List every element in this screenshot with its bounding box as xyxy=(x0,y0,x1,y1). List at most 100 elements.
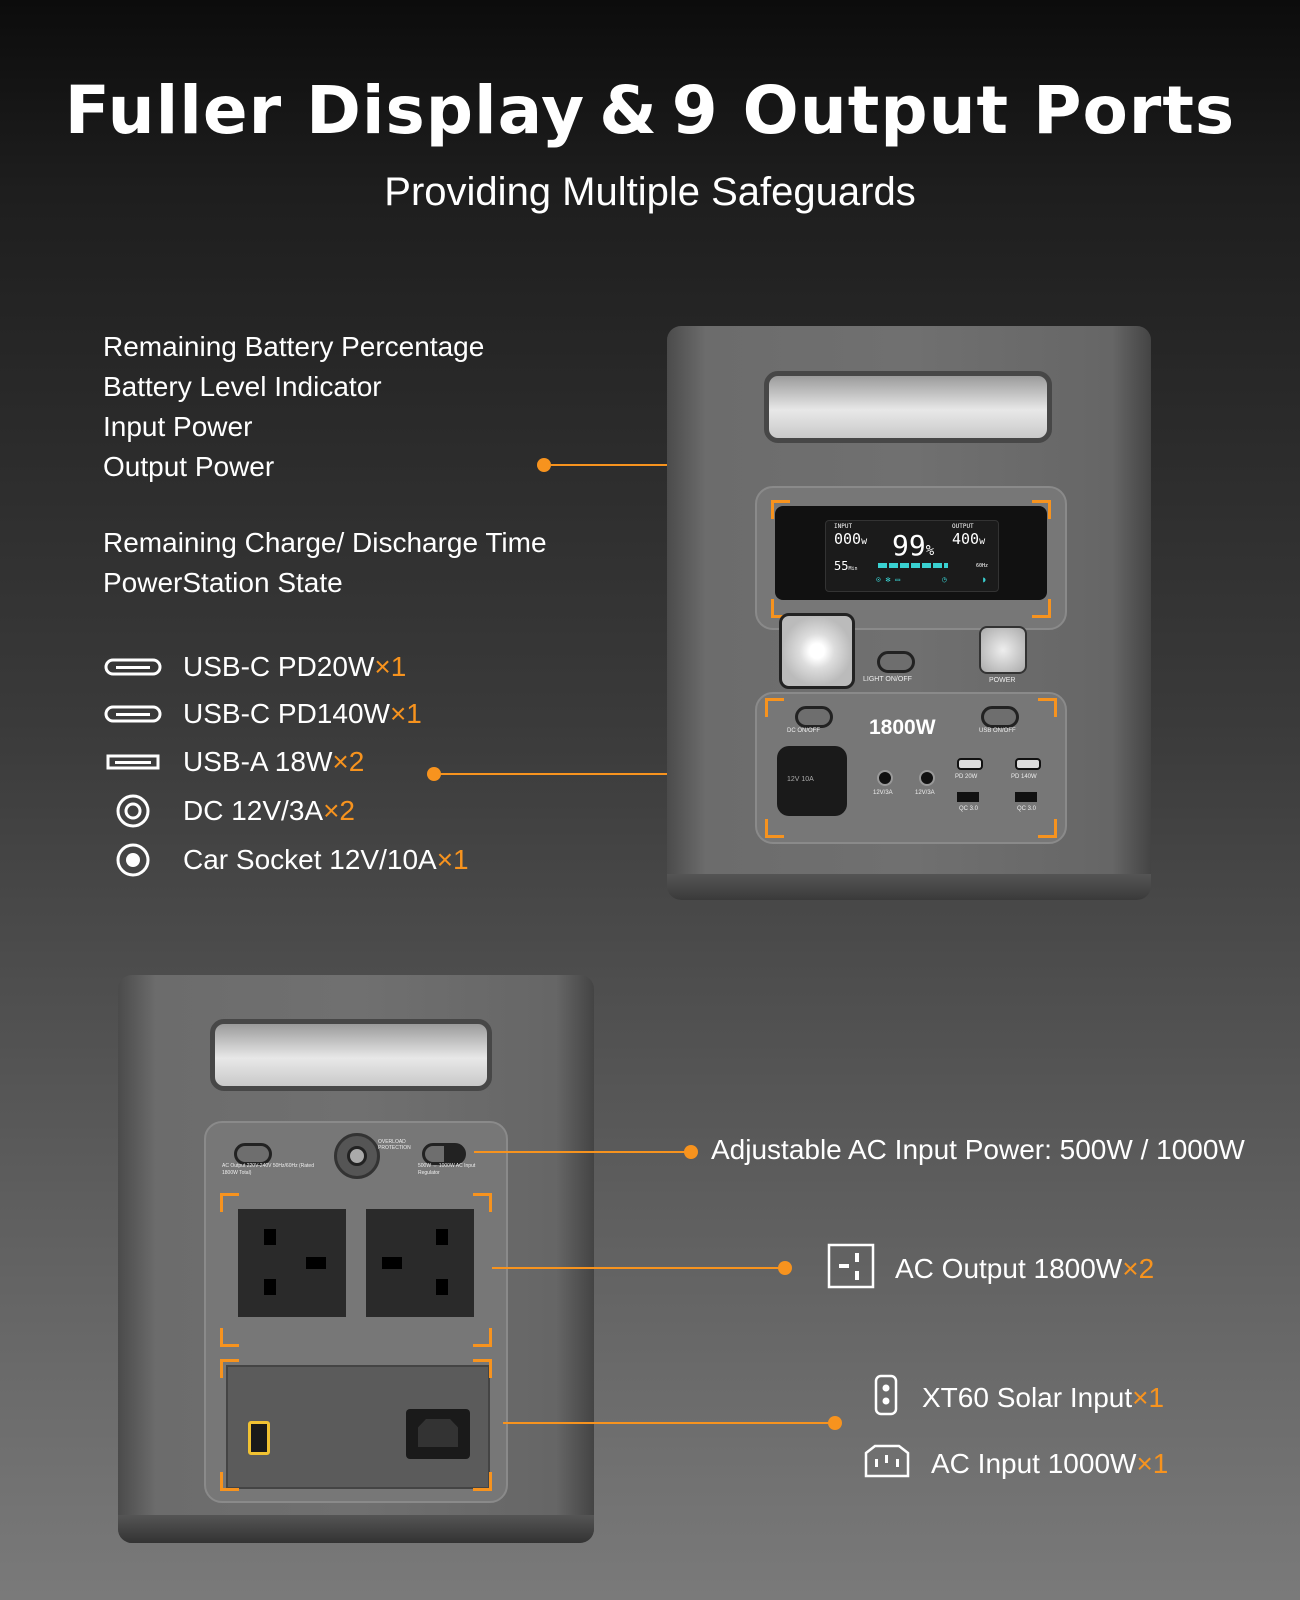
callout-dot xyxy=(828,1416,842,1430)
ac-input-regulator-switch[interactable] xyxy=(422,1143,466,1165)
highlight-corner xyxy=(771,500,790,519)
lcd-time-number: 55 xyxy=(834,559,849,573)
ac-outlet[interactable] xyxy=(366,1209,474,1317)
usb-c-icon xyxy=(103,691,163,737)
callout-dot xyxy=(778,1261,792,1275)
ac-input-port[interactable] xyxy=(406,1409,470,1459)
power-button[interactable] xyxy=(979,626,1027,674)
lcd-status-icons: ⊙ ✻ ▭ xyxy=(876,575,901,584)
xt60-port[interactable] xyxy=(248,1421,270,1455)
dc-toggle-button[interactable] xyxy=(795,706,833,728)
lcd-freq: 60Hz xyxy=(976,563,989,569)
feature-item: Output Power xyxy=(103,451,275,482)
port-row: USB-C PD20W ×1 xyxy=(103,644,406,690)
outlet-pin xyxy=(382,1257,402,1269)
usb-c-port[interactable] xyxy=(1015,758,1041,770)
dc-port[interactable] xyxy=(919,770,935,786)
overload-inner xyxy=(347,1146,367,1166)
usb-c-port[interactable] xyxy=(957,758,983,770)
input-compartment xyxy=(220,1359,492,1491)
ac-output-count: ×2 xyxy=(1122,1253,1155,1284)
lcd-time-unit: Min xyxy=(848,566,858,572)
power-rating: 1800W xyxy=(869,716,936,739)
dc-port[interactable] xyxy=(877,770,893,786)
overload-label: OVERLOAD PROTECTION xyxy=(378,1139,411,1151)
port-panel: DC ON/OFF 1800W USB ON/OFF 12V 10A 12V/3… xyxy=(755,692,1067,844)
port-row: USB-A 18W×2 xyxy=(103,739,364,785)
ac-input-label: AC Input 1000W xyxy=(931,1448,1137,1479)
dc-port-icon xyxy=(103,788,163,834)
highlight-corner xyxy=(220,1472,239,1491)
lcd-ac-icon: ◗ xyxy=(982,575,987,584)
port-row: Car Socket 12V/10A ×1 xyxy=(103,837,469,883)
callout-dot xyxy=(684,1145,698,1159)
dc-port-label: 12V/3A xyxy=(915,790,935,796)
ac-input-count: ×1 xyxy=(1136,1448,1169,1479)
usb-toggle-button[interactable] xyxy=(981,706,1019,728)
usb-a-port[interactable] xyxy=(1015,792,1037,802)
usb-c-port-label: PD 140W xyxy=(1011,774,1037,780)
ac-output-toggle[interactable] xyxy=(234,1143,272,1165)
lcd-input-value: 000w xyxy=(834,530,867,548)
port-label: Car Socket 12V/10A xyxy=(183,844,437,875)
port-label: USB-C PD20W xyxy=(183,651,375,682)
iec-socket xyxy=(418,1419,458,1447)
xt60-row: XT60 Solar Input ×1 xyxy=(874,1374,1164,1420)
rear-device: AC Output 220V-240V 50Hz/60Hz (Rated 180… xyxy=(118,975,594,1543)
display-panel: INPUT 000w 99% OUTPUT 400w 55Min 60Hz ⊙ … xyxy=(755,486,1067,630)
ac-input-adjust-label: Adjustable AC Input Power: 500W / 1000W xyxy=(711,1134,1245,1165)
outlet-pin xyxy=(264,1279,276,1295)
rear-base xyxy=(118,1515,594,1543)
highlight-corner xyxy=(473,1472,492,1491)
ac-output-label: AC Output 1800W xyxy=(895,1253,1123,1284)
front-device: INPUT 000w 99% OUTPUT 400w 55Min 60Hz ⊙ … xyxy=(667,326,1151,900)
port-label: DC 12V/3A xyxy=(183,795,324,826)
feature-item: PowerStation State xyxy=(103,567,343,598)
ac-outlet[interactable] xyxy=(238,1209,346,1317)
lcd-output-value: 400w xyxy=(952,530,985,548)
xt60-label: XT60 Solar Input xyxy=(922,1382,1133,1413)
lcd-output-unit: w xyxy=(979,536,986,547)
callout-line xyxy=(503,1422,833,1424)
outlet-pin xyxy=(436,1229,448,1245)
highlight-corner xyxy=(1032,500,1051,519)
usb-a-port-label: QC 3.0 xyxy=(959,806,979,812)
highlight-corner xyxy=(220,1328,239,1347)
ac-switch-label: AC Output 220V-240V 50Hz/60Hz (Rated 180… xyxy=(222,1163,314,1176)
feature-item: Remaining Charge/ Discharge Time xyxy=(103,527,547,558)
front-base xyxy=(667,874,1151,900)
port-label: USB-A 18W xyxy=(183,746,333,777)
rear-panel: AC Output 220V-240V 50Hz/60Hz (Rated 180… xyxy=(204,1121,508,1503)
overload-button[interactable] xyxy=(334,1133,380,1179)
lcd-screen: INPUT 000w 99% OUTPUT 400w 55Min 60Hz ⊙ … xyxy=(775,506,1047,600)
highlight-corner xyxy=(765,819,784,838)
highlight-corner xyxy=(220,1359,239,1378)
battery-level-bar xyxy=(878,563,948,568)
light-icon[interactable] xyxy=(779,613,855,689)
callout-line xyxy=(434,773,764,775)
highlight-corner xyxy=(1038,819,1057,838)
port-count: ×2 xyxy=(323,795,356,826)
usb-a-port[interactable] xyxy=(957,792,979,802)
usb-a-port-label: QC 3.0 xyxy=(1017,806,1037,812)
ac-output-row: AC Output 1800W ×2 xyxy=(827,1243,1155,1292)
car-socket[interactable] xyxy=(777,746,847,816)
callout-line xyxy=(492,1267,782,1269)
light-label: LIGHT ON/OFF xyxy=(863,676,912,683)
outlet-pin xyxy=(436,1279,448,1295)
dc-label: DC ON/OFF xyxy=(787,728,820,734)
page-subtitle: Providing Multiple Safeguards xyxy=(384,170,916,214)
lcd-output-label: OUTPUT xyxy=(952,523,974,530)
highlight-corner xyxy=(473,1328,492,1347)
highlight-corner xyxy=(220,1193,239,1212)
port-row: DC 12V/3A ×2 xyxy=(103,788,355,834)
car-socket-icon xyxy=(103,837,163,883)
rear-handle xyxy=(210,1019,492,1091)
light-toggle-button[interactable] xyxy=(877,651,915,673)
usb-a-icon xyxy=(103,739,163,785)
callout-line xyxy=(474,1151,690,1153)
outlet-pin xyxy=(264,1229,276,1245)
title-part2: 9 Output Ports xyxy=(671,72,1236,149)
outlet-pin xyxy=(306,1257,326,1269)
highlight-corner xyxy=(473,1193,492,1212)
